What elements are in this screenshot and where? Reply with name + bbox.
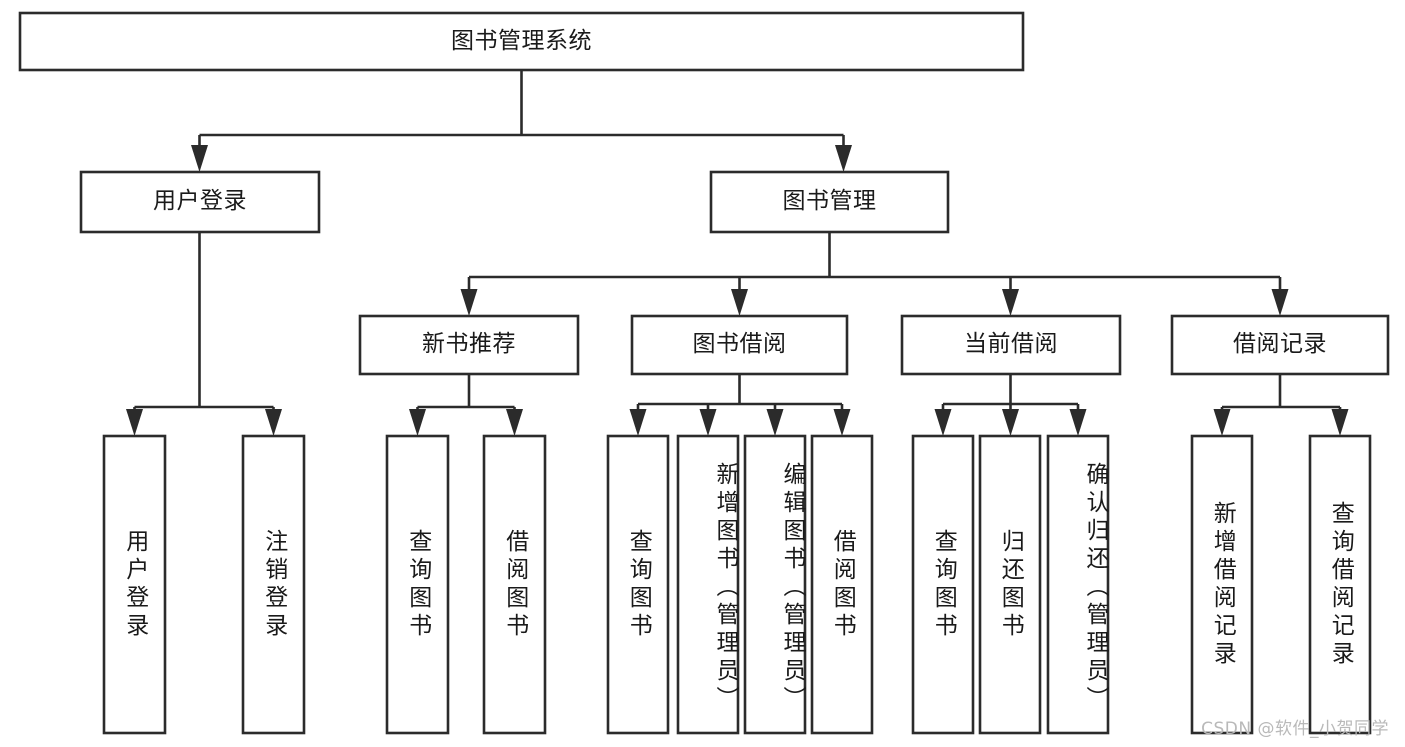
node-box-root[interactable] [18, 11, 1025, 72]
node-box-user-login[interactable] [79, 170, 321, 234]
arrow-to-leaf-add-book [699, 409, 717, 436]
arrow-to-leaf-edit-book [766, 409, 784, 436]
arrow-to-leaf-add-record [1213, 409, 1231, 436]
connector-group-book-borrow [629, 374, 851, 436]
arrow-to-leaf-confirm-return [1069, 409, 1087, 436]
connector-group-current-borrow [934, 374, 1087, 436]
node-box-new-book-recommend[interactable] [358, 314, 580, 376]
arrow-to-leaf-query-book-current [934, 409, 952, 436]
arrow-to-user-login [191, 145, 208, 172]
node-box-leaf-logout[interactable] [241, 434, 306, 735]
node-box-leaf-borrow-book[interactable] [810, 434, 874, 735]
node-box-leaf-return-book[interactable] [978, 434, 1042, 735]
csdn-watermark: CSDN @软件_小贺同学 [1201, 719, 1389, 739]
node-box-leaf-edit-book[interactable] [743, 434, 807, 735]
arrow-to-leaf-user-login [126, 409, 143, 436]
node-box-current-borrow[interactable] [900, 314, 1122, 376]
node-box-leaf-confirm-return[interactable] [1046, 434, 1110, 735]
arrow-to-leaf-query-book-new [409, 409, 426, 436]
node-box-leaf-add-record[interactable] [1190, 434, 1254, 735]
node-box-leaf-borrow-book-new[interactable] [482, 434, 547, 735]
node-box-leaf-query-book-borrow[interactable] [606, 434, 670, 735]
arrow-to-book-management [835, 145, 852, 172]
node-box-leaf-query-record[interactable] [1308, 434, 1372, 735]
node-box-book-management[interactable] [709, 170, 950, 234]
node-box-leaf-user-login[interactable] [102, 434, 167, 735]
arrow-to-leaf-borrow-book [833, 409, 851, 436]
connector-group-new-book-recommend [409, 374, 523, 436]
node-box-borrow-record[interactable] [1170, 314, 1390, 376]
arrow-to-leaf-query-record [1331, 409, 1349, 436]
arrow-to-leaf-borrow-book-new [506, 409, 523, 436]
arrow-to-leaf-logout [265, 409, 282, 436]
node-box-leaf-query-book-new[interactable] [385, 434, 450, 735]
arrow-to-leaf-query-book-borrow [629, 409, 647, 436]
node-box-book-borrow[interactable] [630, 314, 849, 376]
connector-group-book-management [460, 232, 1289, 316]
arrow-to-current-borrow [1002, 289, 1019, 316]
arrow-to-new-book-recommend [460, 289, 478, 316]
arrow-to-book-borrow [731, 289, 748, 316]
connector-group-borrow-record [1213, 374, 1349, 436]
node-box-leaf-query-book-current[interactable] [911, 434, 975, 735]
connector-group-root [191, 70, 852, 172]
arrow-to-leaf-return-book [1002, 409, 1019, 436]
connector-group-user-login [126, 232, 282, 436]
arrow-to-borrow-record [1271, 289, 1289, 316]
node-box-leaf-add-book[interactable] [676, 434, 740, 735]
